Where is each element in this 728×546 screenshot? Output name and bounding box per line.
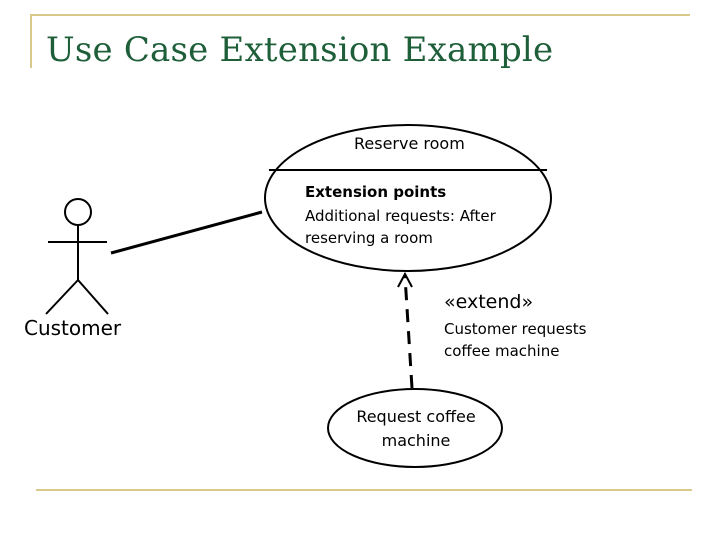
extending-use-case-name: Request coffee machine	[330, 405, 502, 453]
slide-title: Use Case Extension Example	[46, 30, 554, 70]
extend-condition: Customer requests coffee machine	[444, 318, 586, 362]
extension-point-line-1: Additional requests: After	[305, 207, 496, 225]
extension-point-text: Additional requests: After reserving a r…	[305, 205, 496, 249]
use-case-name: Reserve room	[354, 134, 465, 153]
use-case-ellipse	[264, 124, 552, 272]
actor-customer	[45, 198, 109, 315]
extending-use-case-line-1: Request coffee	[356, 407, 476, 426]
extend-dashed-line	[403, 275, 414, 389]
extension-points-heading: Extension points	[305, 183, 447, 201]
association-line	[110, 210, 263, 255]
extend-condition-line-2: coffee machine	[444, 342, 560, 360]
extend-dependency	[397, 271, 414, 389]
extend-arrowhead	[397, 271, 413, 288]
left-rule	[30, 14, 32, 68]
actor-head	[64, 198, 92, 226]
top-rule	[30, 14, 690, 16]
use-case-request-coffee-ellipse	[327, 388, 503, 468]
extending-use-case-line-2: machine	[381, 431, 451, 450]
extend-stereotype: «extend»	[444, 291, 534, 313]
use-case-reserve-room	[264, 124, 552, 272]
actor-right-leg	[77, 279, 109, 315]
bottom-rule	[36, 489, 692, 491]
extension-point-line-2: reserving a room	[305, 229, 433, 247]
actor-label: Customer	[24, 316, 122, 340]
extend-condition-line-1: Customer requests	[444, 320, 587, 338]
actor-left-leg	[45, 279, 79, 315]
